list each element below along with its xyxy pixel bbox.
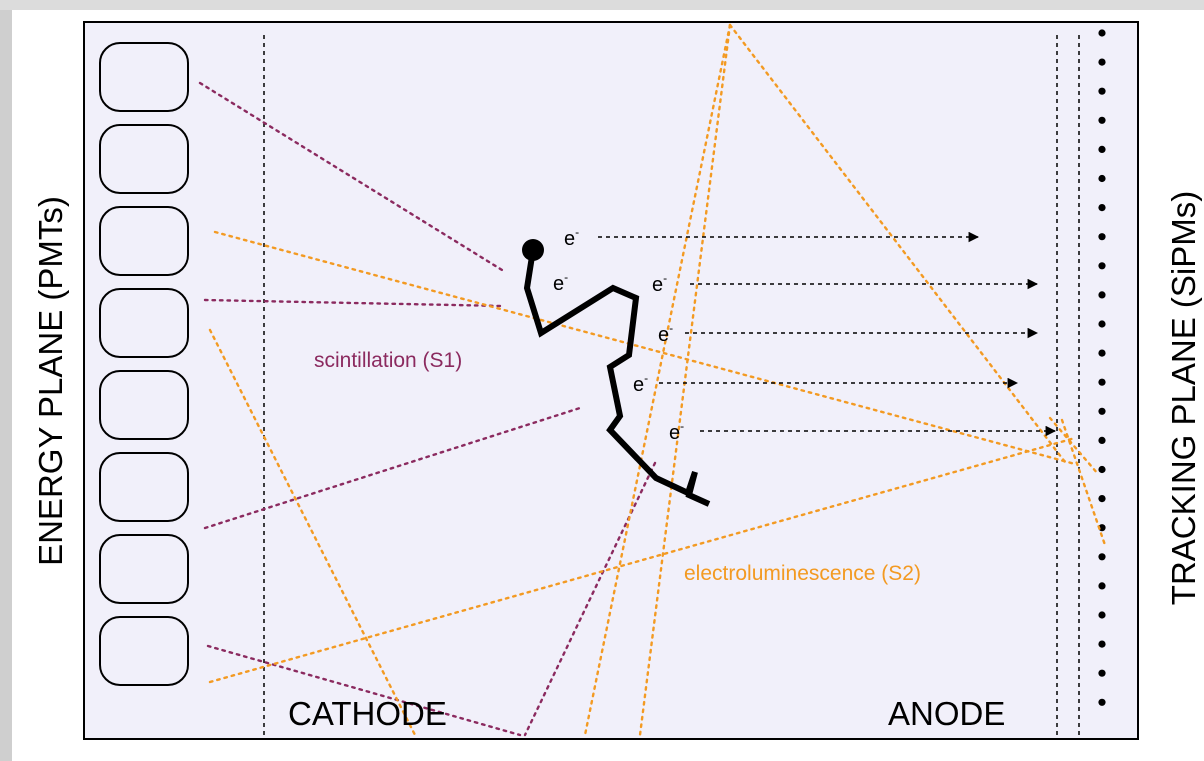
sipm-dot	[1098, 698, 1106, 706]
electron-label: e-	[652, 271, 667, 296]
sipm-dot	[1098, 349, 1106, 357]
sipm-dot	[1098, 29, 1106, 37]
electron-labels: e- e- e- e- e- e-	[553, 225, 684, 444]
sipm-dot	[1098, 495, 1106, 503]
cathode-label: CATHODE	[288, 695, 447, 732]
sipm-dot	[1098, 582, 1106, 590]
sipm-array	[1098, 29, 1106, 706]
pmt	[99, 288, 189, 358]
sipm-dot	[1098, 87, 1106, 95]
s2-ray	[208, 436, 1077, 684]
s1-ray	[523, 461, 657, 737]
electroluminescence-rays	[208, 23, 1107, 737]
pmt	[99, 370, 189, 440]
pmt	[99, 616, 189, 686]
pmt-array	[99, 42, 189, 686]
sipm-dot	[1098, 116, 1106, 124]
left-margin	[0, 0, 12, 761]
pmt	[99, 452, 189, 522]
scintillation-label: scintillation (S1)	[314, 349, 462, 372]
sipm-dot	[1098, 640, 1106, 648]
tracking-plane-title: TRACKING PLANE (SiPMs)	[1165, 191, 1202, 605]
sipm-dot	[1098, 407, 1106, 415]
electroluminescence-label: electroluminescence (S2)	[684, 562, 921, 585]
sipm-dot	[1098, 233, 1106, 241]
electron-label: e-	[658, 321, 673, 346]
sipm-dot	[1098, 553, 1106, 561]
anode-label: ANODE	[888, 695, 1005, 732]
sipm-dot	[1098, 174, 1106, 183]
top-margin	[0, 0, 1204, 10]
electron-label: e-	[633, 371, 648, 396]
s2-ray	[208, 328, 417, 737]
sipm-dot	[1098, 320, 1106, 328]
s2-ray	[638, 23, 732, 737]
sipm-dot	[1098, 465, 1106, 474]
sipm-dot	[1098, 262, 1106, 270]
electron-label: e-	[553, 270, 568, 295]
s1-ray	[203, 298, 505, 308]
s2-ray	[213, 230, 1077, 466]
pmt	[99, 42, 189, 112]
s1-ray	[203, 406, 582, 530]
sipm-dot	[1098, 58, 1106, 66]
sipm-dot	[1098, 145, 1106, 153]
energy-plane-title: ENERGY PLANE (PMTs)	[32, 196, 69, 566]
drift-arrows	[598, 231, 1057, 437]
particle-track	[522, 239, 711, 507]
sipm-dot	[1098, 611, 1106, 619]
s2-ray	[1048, 416, 1100, 476]
s2-ray	[728, 23, 1067, 464]
sipm-dot	[1098, 378, 1106, 386]
electron-label: e-	[669, 419, 684, 444]
sipm-dot	[1098, 204, 1106, 212]
s1-ray	[198, 81, 504, 272]
pmt	[99, 534, 189, 604]
electron-label: e-	[564, 225, 579, 250]
pmt	[99, 206, 189, 276]
s2-ray	[583, 23, 732, 737]
sipm-dot	[1098, 436, 1106, 444]
sipm-dot	[1098, 291, 1106, 299]
scintillation-rays	[198, 81, 657, 737]
s1-ray	[206, 644, 522, 737]
sipm-dot	[1098, 669, 1106, 677]
track-path	[523, 249, 711, 507]
pmt	[99, 124, 189, 194]
